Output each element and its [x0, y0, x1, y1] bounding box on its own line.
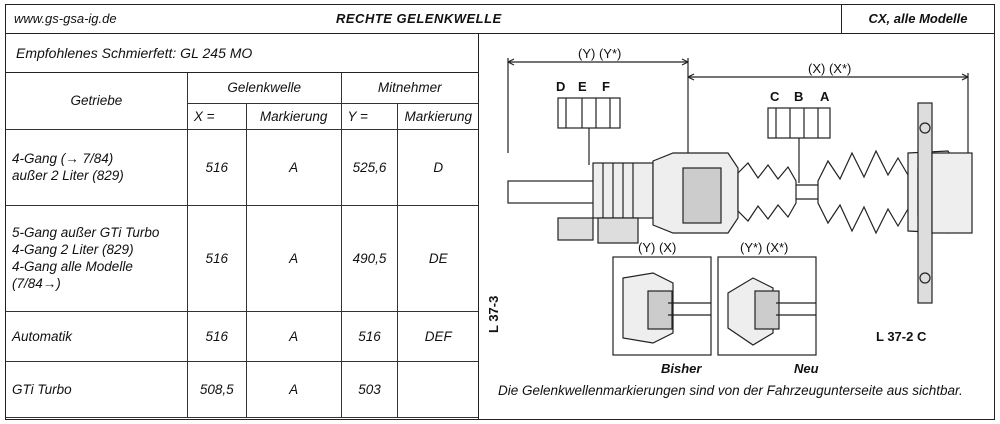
mark2-cell — [397, 360, 478, 418]
x-cell: 516 — [186, 128, 247, 206]
marker-label-d: D — [556, 79, 566, 94]
table-row: GTi Turbo 508,5 A 503 — [6, 360, 478, 418]
getriebe-cell: 5-Gang außer GTi Turbo 4-Gang 2 Liter (8… — [6, 204, 188, 312]
y-cell: 516 — [340, 310, 399, 362]
sub-header-mark2: Markierung — [397, 102, 478, 130]
table-row: Automatik 516 A 516 DEF — [6, 310, 478, 362]
mark2-cell: D — [397, 128, 478, 206]
x-cell: 508,5 — [186, 360, 247, 418]
inset2-dims: (Y*) (X*) — [740, 240, 789, 255]
driveshaft-drawing — [507, 58, 973, 356]
col-header-getriebe: Getriebe — [6, 73, 188, 130]
mark1-cell: A — [245, 310, 342, 362]
inset2-label: Neu — [794, 361, 819, 376]
table-row: 5-Gang außer GTi Turbo 4-Gang 2 Liter (8… — [6, 204, 478, 312]
ref-left-label: L 37-3 — [486, 295, 501, 333]
dimension-x-label: (X) (X*) — [808, 61, 852, 76]
header-url: www.gs-gsa-ig.de — [14, 11, 117, 26]
getriebe-cell: GTi Turbo — [6, 360, 188, 418]
marker-label-f: F — [602, 79, 610, 94]
marker-label-e: E — [578, 79, 587, 94]
mark2-cell: DEF — [397, 310, 478, 362]
table-row: 4-Gang (→ 7/84) außer 2 Liter (829) 516 … — [6, 128, 478, 206]
col-header-mitnehmer: Mitnehmer — [340, 73, 478, 104]
y-cell: 503 — [340, 360, 399, 418]
grease-note: Empfohlenes Schmierfett: GL 245 MO — [6, 33, 478, 73]
sub-header-y: Y = — [340, 102, 399, 130]
mark1-cell: A — [245, 128, 342, 206]
ref-right-label: L 37-2 C — [876, 329, 927, 344]
sub-header-x: X = — [187, 102, 247, 130]
getriebe-cell: 4-Gang (→ 7/84) außer 2 Liter (829) — [6, 128, 188, 206]
dimension-y-label: (Y) (Y*) — [578, 46, 622, 61]
marker-label-a: A — [820, 89, 830, 104]
marker-label-b: B — [794, 89, 804, 104]
x-cell: 516 — [186, 204, 247, 312]
sub-header-mark1: Markierung — [245, 102, 342, 130]
diagram-panel: (Y) (Y*) (X) (X*) D E F C B A (Y) (X) (Y… — [478, 33, 994, 419]
spec-table: Getriebe Gelenkwelle Mitnehmer X = Marki… — [6, 73, 478, 418]
header-bar: www.gs-gsa-ig.de RECHTE GELENKWELLE CX, … — [6, 5, 994, 34]
col-header-gelenkwelle: Gelenkwelle — [186, 73, 342, 104]
mark1-cell: A — [245, 204, 342, 312]
y-cell: 525,6 — [340, 128, 399, 206]
y-cell: 490,5 — [340, 204, 399, 312]
mark2-cell: DE — [397, 204, 478, 312]
getriebe-cell: Automatik — [6, 310, 188, 362]
x-cell: 516 — [186, 310, 247, 362]
inset1-label: Bisher — [661, 361, 702, 376]
document-sheet: www.gs-gsa-ig.de RECHTE GELENKWELLE CX, … — [5, 4, 995, 420]
diagram-caption: Die Gelenkwellenmarkierungen sind von de… — [498, 383, 963, 398]
header-title: RECHTE GELENKWELLE — [336, 11, 502, 26]
spec-panel: Empfohlenes Schmierfett: GL 245 MO Getri… — [6, 33, 479, 419]
header-model: CX, alle Modelle — [841, 5, 994, 33]
mark1-cell: A — [245, 360, 342, 418]
marker-label-c: C — [770, 89, 780, 104]
inset1-dims: (Y) (X) — [638, 240, 677, 255]
